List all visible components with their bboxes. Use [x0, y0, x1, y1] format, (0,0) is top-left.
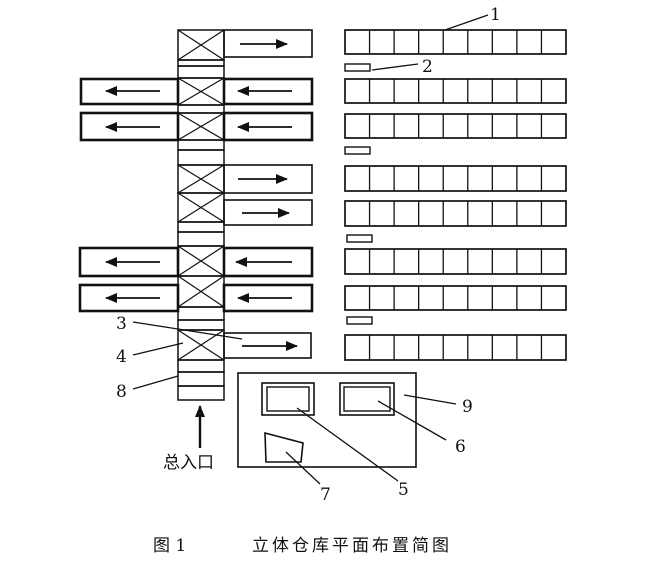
- desk-7: [264, 431, 304, 463]
- rack-row: [344, 78, 567, 104]
- conveyor-cell: [177, 221, 225, 233]
- conveyor-cell: [177, 385, 225, 401]
- lane: [223, 29, 313, 58]
- label-7: 7: [320, 485, 331, 505]
- transfer-lanes: [78, 29, 314, 359]
- console-5: [261, 382, 315, 416]
- stacker-bar: [344, 63, 371, 72]
- conveyor-cell: [177, 319, 225, 331]
- conveyor-cell: [177, 139, 225, 151]
- conveyor-cell: [177, 359, 225, 373]
- conveyor-cell: [177, 65, 225, 79]
- conveyor-cell: [177, 104, 225, 114]
- stacker-markers: [344, 63, 373, 325]
- conveyor-cell: [177, 306, 225, 321]
- rack-row: [344, 200, 567, 227]
- lane: [78, 246, 180, 278]
- rack-row: [344, 285, 567, 311]
- storage-racks: [344, 29, 567, 361]
- cross-line: [177, 112, 225, 141]
- label-5: 5: [398, 480, 409, 500]
- cross-line: [177, 192, 225, 223]
- control-room: [237, 372, 417, 468]
- conveyor-cell: [177, 231, 225, 247]
- label-8: 8: [116, 382, 127, 402]
- conveyor-cell: [177, 59, 225, 67]
- entrance-label: 总入口: [163, 453, 214, 473]
- lane: [79, 111, 180, 142]
- stacker-bar: [344, 146, 371, 155]
- conveyor-cell: [177, 371, 225, 387]
- figure-title: 立体仓库平面布置简图: [252, 536, 452, 556]
- cross-line: [177, 245, 225, 277]
- stacker-bar: [346, 316, 373, 325]
- lane: [223, 164, 313, 194]
- label-6: 6: [455, 437, 466, 457]
- console-6: [339, 382, 395, 416]
- label-9: 9: [462, 397, 473, 417]
- label-2: 2: [422, 57, 433, 77]
- lane: [223, 199, 313, 226]
- label-3: 3: [116, 314, 127, 334]
- lane: [222, 111, 314, 142]
- rack-row: [344, 248, 567, 275]
- lane: [222, 283, 314, 313]
- rack-row: [344, 165, 567, 192]
- conveyor-cell: [177, 149, 225, 166]
- label-1: 1: [490, 5, 501, 25]
- label-4: 4: [116, 347, 127, 367]
- lane: [222, 77, 314, 106]
- leader-lines: [132, 14, 489, 485]
- lane: [79, 77, 180, 106]
- cross-line: [177, 275, 225, 308]
- lane: [223, 332, 312, 359]
- rack-row: [344, 29, 567, 55]
- figure-number: 图 1: [153, 536, 186, 556]
- rack-row: [344, 113, 567, 139]
- cross-line: [177, 164, 225, 194]
- stacker-bar: [346, 234, 373, 243]
- lane: [78, 283, 180, 313]
- cross-line: [177, 29, 225, 61]
- lane: [222, 246, 314, 278]
- conveyor-column: [177, 29, 225, 401]
- rack-row: [344, 334, 567, 361]
- cross-line: [177, 77, 225, 106]
